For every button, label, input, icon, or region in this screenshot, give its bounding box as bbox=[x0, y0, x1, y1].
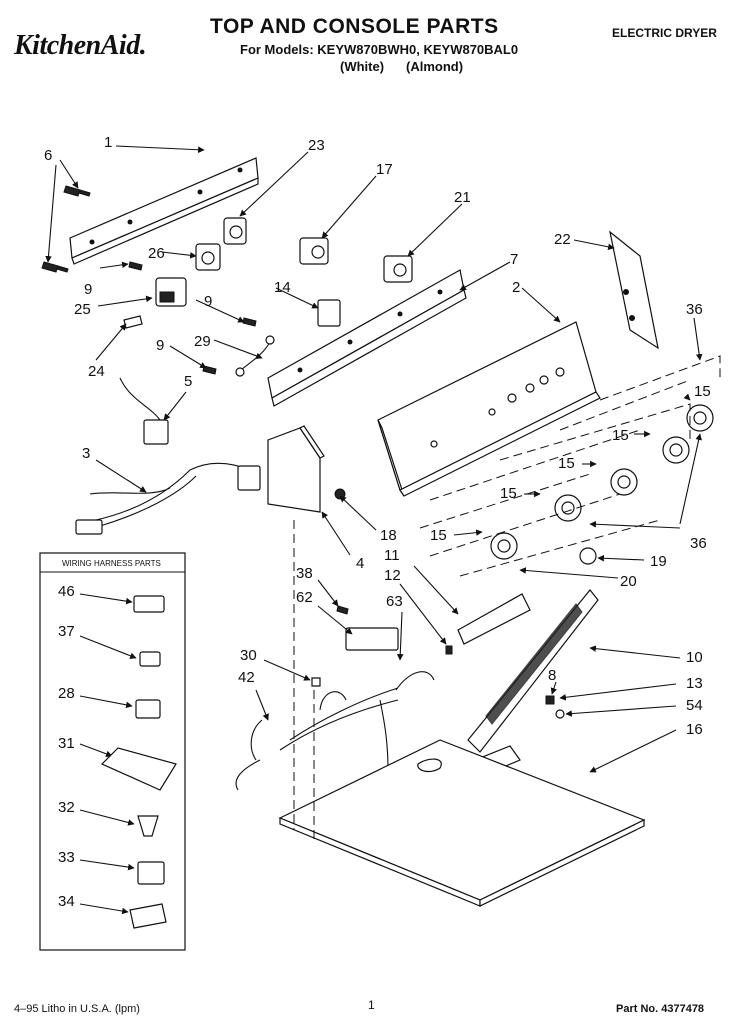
callout-label: 7 bbox=[510, 251, 518, 268]
nut bbox=[445, 645, 453, 655]
wire-lead bbox=[235, 335, 275, 377]
connector bbox=[100, 747, 177, 791]
wiring-part-number: 32 bbox=[58, 799, 75, 816]
wiring-part-number: 37 bbox=[58, 623, 75, 640]
knob bbox=[554, 494, 582, 522]
callout-label: 36 bbox=[686, 301, 703, 318]
callout-label: 13 bbox=[686, 675, 703, 692]
callout-label: 18 bbox=[380, 527, 397, 544]
callout-label: 25 bbox=[74, 301, 91, 318]
callout-label: 62 bbox=[296, 589, 313, 606]
connector bbox=[133, 595, 165, 613]
wiring-part-number: 31 bbox=[58, 735, 75, 752]
switch bbox=[299, 237, 329, 265]
main-wire-bundle bbox=[235, 605, 435, 791]
callout-label: 9 bbox=[204, 293, 212, 310]
knob bbox=[610, 468, 638, 496]
callout-label: 24 bbox=[88, 363, 105, 380]
callout-label: 36 bbox=[690, 535, 707, 552]
screw bbox=[41, 261, 69, 273]
switch bbox=[223, 217, 247, 245]
screw bbox=[63, 185, 91, 197]
callout-label: 11 bbox=[384, 547, 400, 564]
wiring-part-number: 28 bbox=[58, 685, 75, 702]
callout-label: 15 bbox=[500, 485, 517, 502]
callout-label: 4 bbox=[356, 555, 364, 572]
ground-clip bbox=[123, 315, 143, 329]
callout-label: 30 bbox=[240, 647, 257, 664]
callout-label: 12 bbox=[384, 567, 401, 584]
callout-label: 21 bbox=[454, 189, 471, 206]
connector-block bbox=[317, 299, 341, 327]
callout-label: 19 bbox=[650, 553, 667, 570]
models-line: For Models: KEYW870BWH0, KEYW870BAL0 bbox=[240, 42, 519, 57]
callout-label: 14 bbox=[274, 279, 291, 296]
brand-logo: KitchenAid. bbox=[14, 30, 147, 61]
connector bbox=[137, 815, 159, 837]
console-panel bbox=[377, 321, 601, 497]
bracket-plate bbox=[69, 157, 259, 265]
switch bbox=[383, 255, 413, 283]
callout-label: 15 bbox=[558, 455, 575, 472]
callout-label: 15 bbox=[612, 427, 629, 444]
wiring-box-title: WIRING HARNESS PARTS bbox=[62, 559, 161, 568]
screw bbox=[128, 261, 143, 271]
page-title: TOP AND CONSOLE PARTS bbox=[210, 15, 499, 38]
knob bbox=[686, 404, 714, 432]
footer-print-info: 4–95 Litho in U.S.A. (lpm) bbox=[14, 1003, 140, 1015]
callout-label: 20 bbox=[620, 573, 637, 590]
end-cap bbox=[609, 230, 659, 350]
callout-label: 17 bbox=[376, 161, 393, 178]
callout-label: 15 bbox=[694, 383, 711, 400]
callout-label: 9 bbox=[156, 337, 164, 354]
callout-label: 10 bbox=[686, 649, 703, 666]
clip bbox=[555, 709, 565, 719]
callout-label: 63 bbox=[386, 593, 403, 610]
callout-label: 2 bbox=[512, 279, 520, 296]
console-bracket bbox=[267, 269, 467, 407]
connector bbox=[129, 903, 167, 929]
callout-labels: 1 6 23 17 21 7 22 2 36 26 9 14 25 9 29 9… bbox=[44, 134, 711, 738]
push-button bbox=[579, 547, 597, 565]
callout-label: 42 bbox=[238, 669, 255, 686]
nut bbox=[545, 695, 555, 705]
connector bbox=[137, 861, 165, 885]
leader-lines bbox=[45, 145, 703, 773]
callout-label: 3 bbox=[82, 445, 90, 462]
connector bbox=[139, 651, 161, 667]
product-type: ELECTRIC DRYER bbox=[612, 26, 717, 40]
knob bbox=[490, 532, 518, 560]
model-color-white: (White) bbox=[340, 59, 385, 74]
callout-label: 23 bbox=[308, 137, 325, 154]
callout-label: 5 bbox=[184, 373, 192, 390]
connector bbox=[135, 699, 161, 719]
callout-label: 15 bbox=[430, 527, 447, 544]
callout-label: 8 bbox=[548, 667, 556, 684]
wiring-part-number: 34 bbox=[58, 893, 75, 910]
callout-label: 29 bbox=[194, 333, 211, 350]
wiring-harness bbox=[75, 377, 261, 535]
screw bbox=[242, 317, 257, 327]
wiring-part-number: 46 bbox=[58, 583, 75, 600]
console-end-piece bbox=[267, 425, 346, 513]
knob-outline bbox=[419, 355, 721, 577]
wiring-harness-parts-box: WIRING HARNESS PARTS 46 37 28 31 32 33 3… bbox=[39, 552, 186, 951]
callout-label: 26 bbox=[148, 245, 165, 262]
page-number: 1 bbox=[368, 998, 375, 1012]
callout-label: 54 bbox=[686, 697, 703, 714]
switch bbox=[195, 243, 221, 271]
part-number: Part No. 4377478 bbox=[616, 1003, 705, 1015]
wiring-part-number: 33 bbox=[58, 849, 75, 866]
callout-label: 16 bbox=[686, 721, 703, 738]
model-color-almond: (Almond) bbox=[406, 59, 464, 74]
callout-label: 9 bbox=[84, 281, 92, 298]
terminal-block bbox=[155, 277, 187, 307]
callout-label: 1 bbox=[104, 134, 112, 151]
callout-label: 6 bbox=[44, 147, 52, 164]
callout-label: 38 bbox=[296, 565, 313, 582]
dryer-top bbox=[278, 739, 646, 907]
knob bbox=[662, 436, 690, 464]
callout-label: 22 bbox=[554, 231, 571, 248]
